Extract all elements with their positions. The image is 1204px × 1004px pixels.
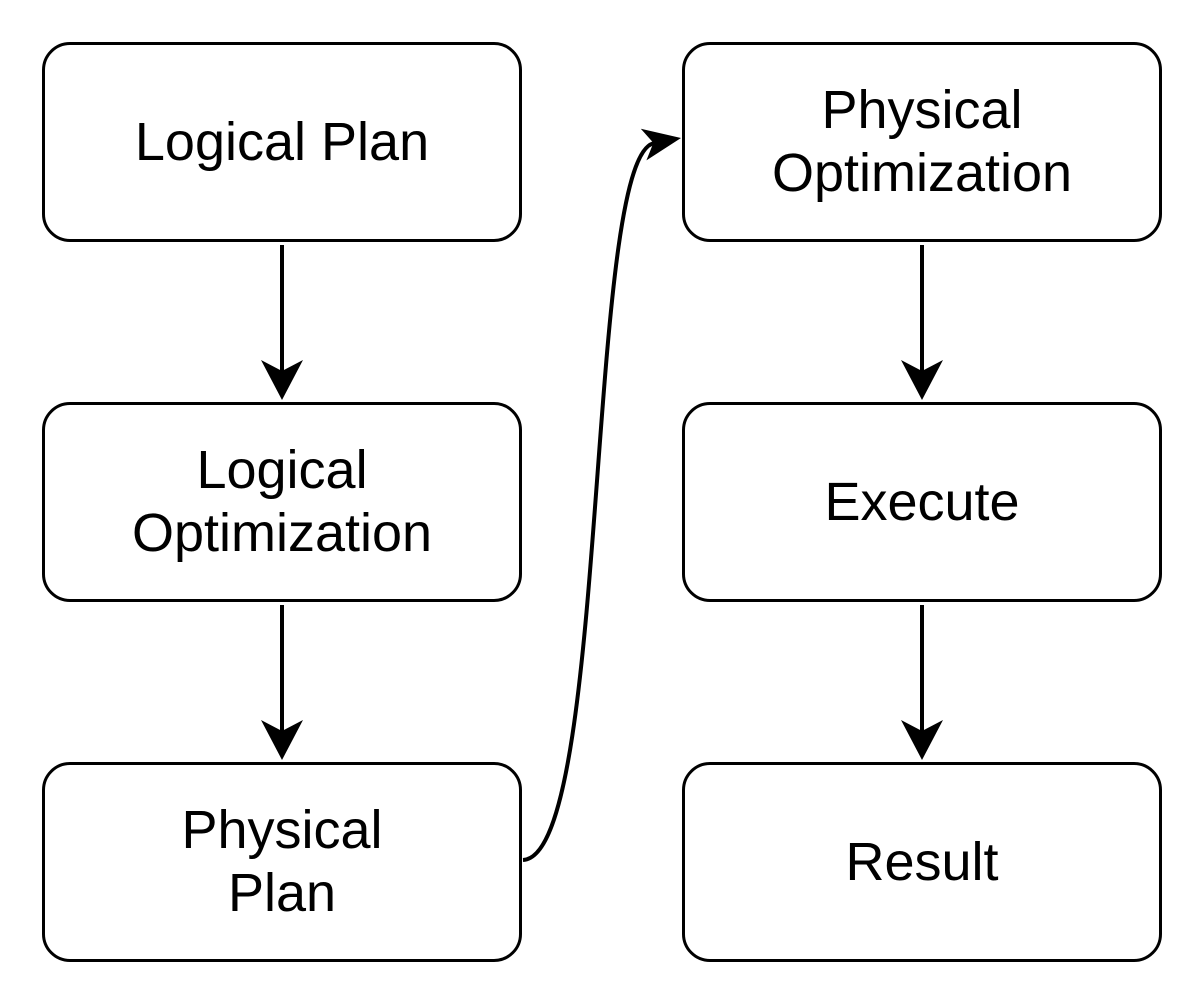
node-label: Physical Optimization — [771, 80, 1073, 203]
arrowhead-down-icon — [901, 360, 943, 400]
edge-logical-optimization-to-physical-plan — [261, 605, 303, 760]
node-label: Logical Optimization — [131, 440, 433, 563]
arrowhead-right-icon — [640, 128, 681, 161]
node-label: Physical Plan — [181, 800, 383, 923]
node-physical-plan: Physical Plan — [42, 762, 522, 962]
node-result: Result — [682, 762, 1162, 962]
node-physical-optimization: Physical Optimization — [682, 42, 1162, 242]
edge-physical-optimization-to-execute — [901, 245, 943, 400]
edge-execute-to-result — [901, 605, 943, 760]
arrowhead-down-icon — [261, 720, 303, 760]
node-execute: Execute — [682, 402, 1162, 602]
arrowhead-down-icon — [261, 360, 303, 400]
node-label: Result — [845, 831, 999, 892]
edge-physical-plan-to-physical-optimization — [522, 128, 681, 862]
node-logical-plan: Logical Plan — [42, 42, 522, 242]
node-label: Logical Plan — [134, 111, 430, 172]
arrowhead-down-icon — [901, 720, 943, 760]
node-label: Execute — [824, 471, 1020, 532]
edge-logical-plan-to-logical-optimization — [261, 245, 303, 400]
node-logical-optimization: Logical Optimization — [42, 402, 522, 602]
